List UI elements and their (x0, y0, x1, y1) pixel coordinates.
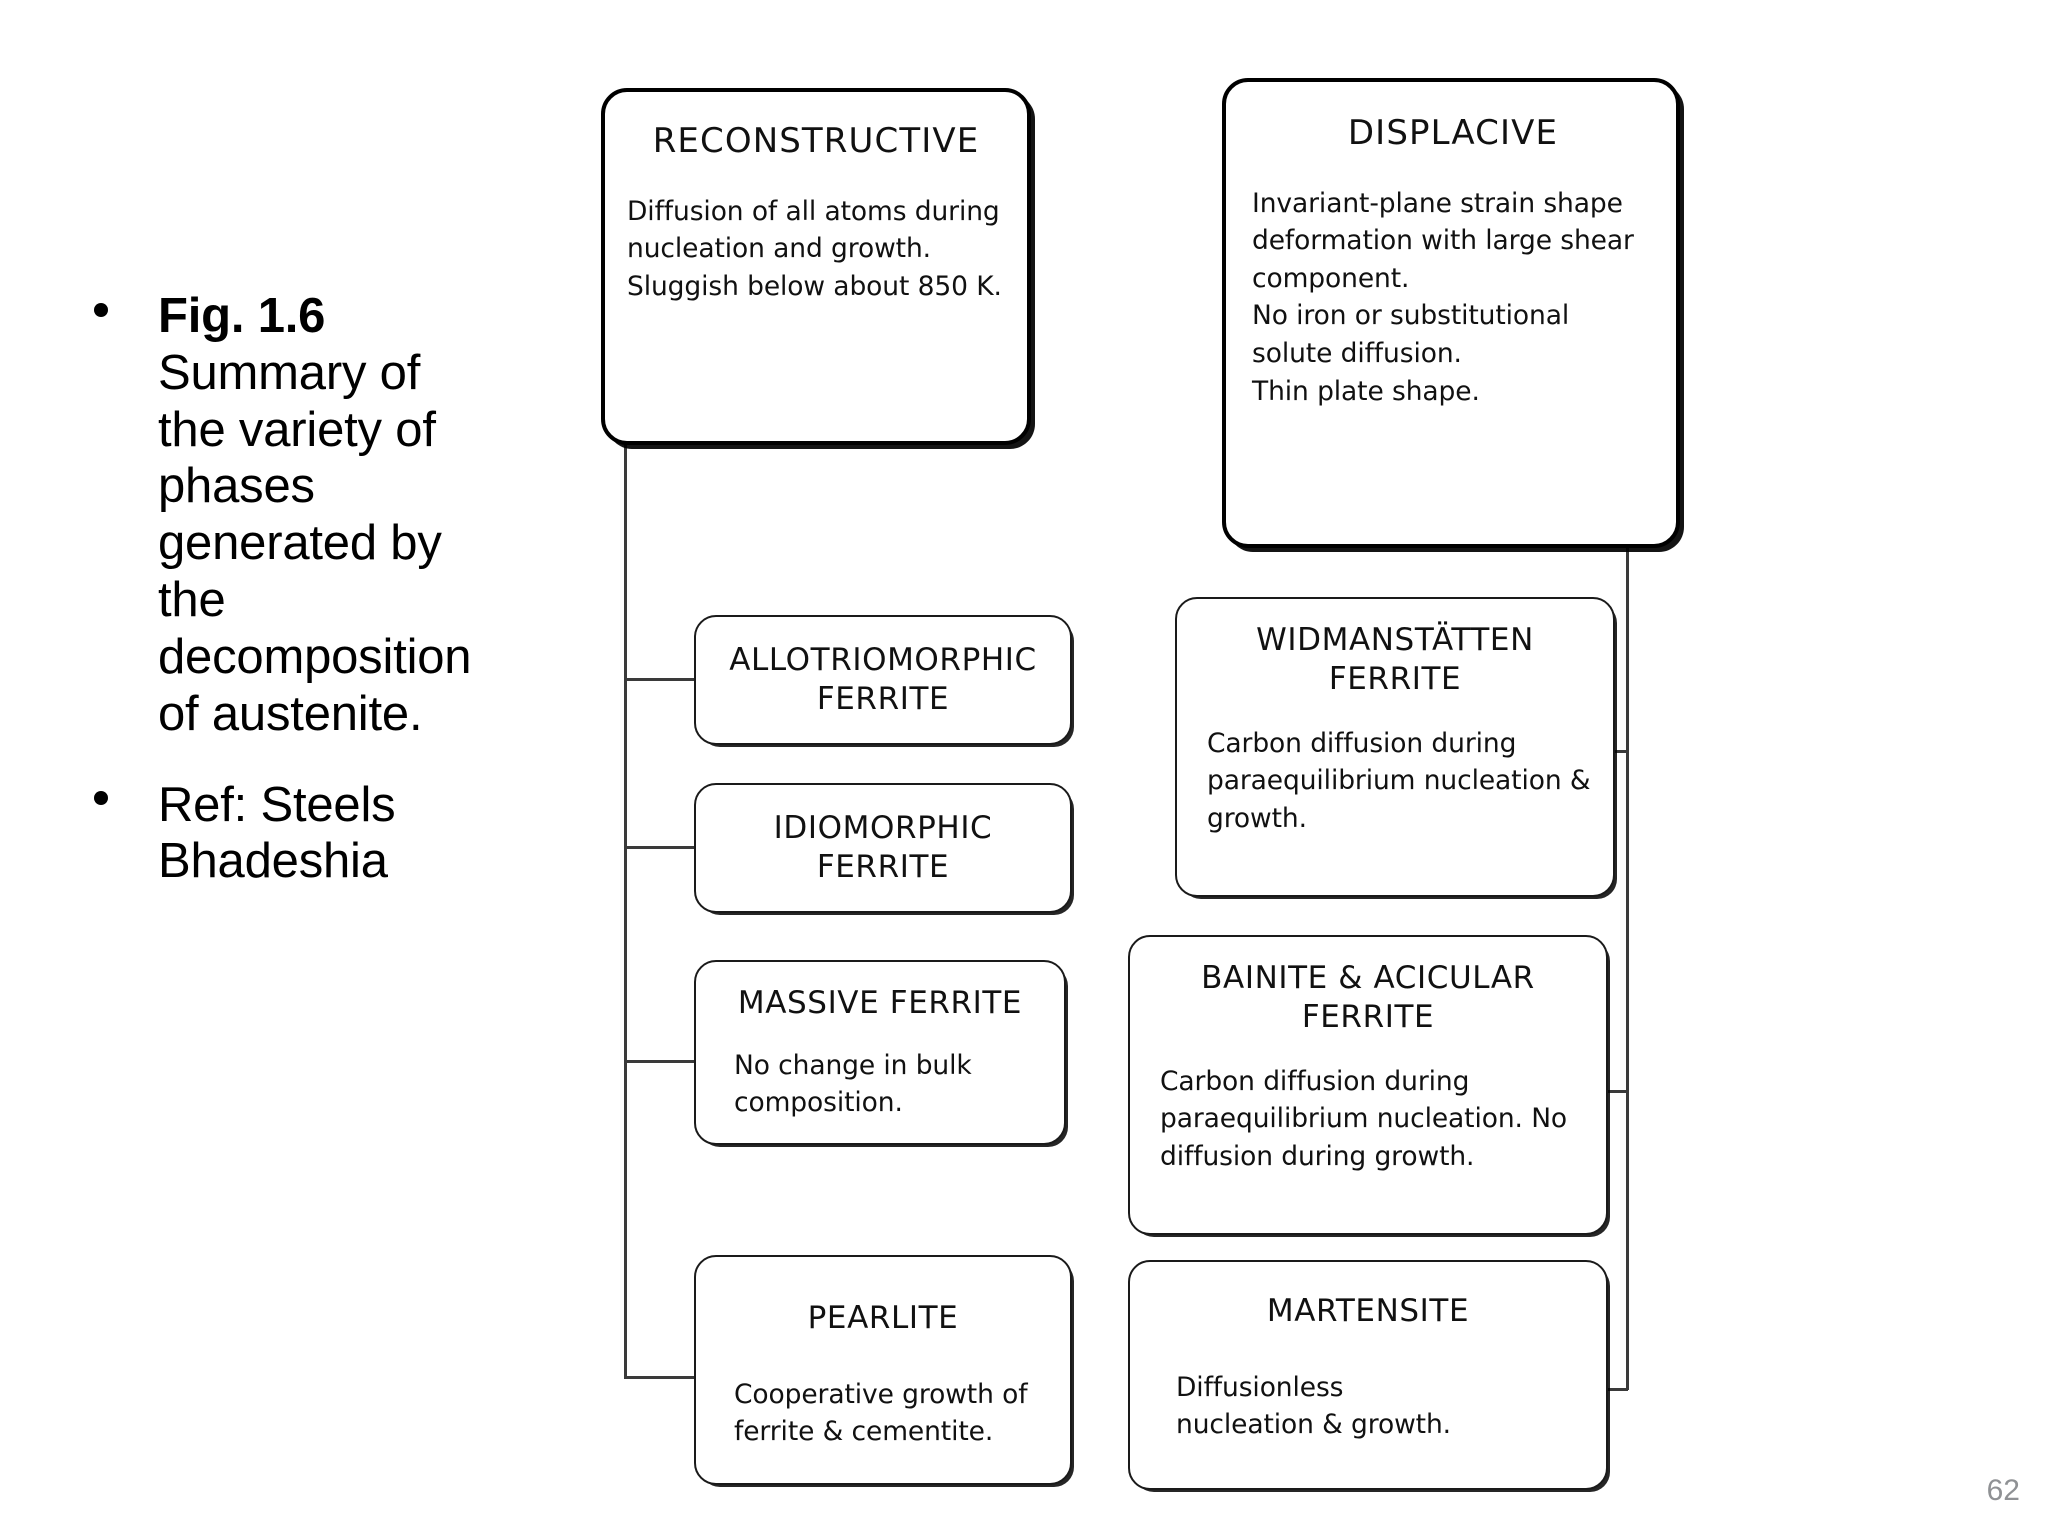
box-martensite-body: Diffusionless nucleation & growth. (1176, 1371, 1451, 1441)
box-martensite[interactable]: MARTENSITE Diffusionless nucleation & gr… (1128, 1260, 1608, 1490)
connector-left-stub-idiomorphic (624, 846, 702, 849)
connector-right-stub-bainite (1597, 1090, 1628, 1093)
box-allotriomorphic-ferrite-heading: ALLOTRIOMORPHIC FERRITE (729, 642, 1037, 717)
list-item: Fig. 1.6 Summary of the variety of phase… (78, 288, 498, 743)
box-idiomorphic-ferrite[interactable]: IDIOMORPHIC FERRITE (694, 783, 1072, 913)
connector-left-trunk (624, 443, 627, 1378)
box-idiomorphic-ferrite-heading: IDIOMORPHIC FERRITE (773, 810, 993, 885)
box-bainite-acicular-ferrite-heading: BAINITE & ACICULAR FERRITE (1201, 960, 1535, 1035)
connector-right-stub-martensite (1597, 1388, 1628, 1391)
box-bainite-acicular-ferrite-body: Carbon diffusion during paraequilibrium … (1160, 1065, 1568, 1172)
box-reconstructive-body: Diffusion of all atoms during nucleation… (627, 195, 1002, 302)
bullet-2-text: Ref: Steels Bhadeshia (158, 777, 396, 889)
box-displacive-body: Invariant-plane strain shape deformation… (1252, 187, 1634, 407)
page-number: 62 (1986, 1474, 2020, 1507)
box-allotriomorphic-ferrite[interactable]: ALLOTRIOMORPHIC FERRITE (694, 615, 1072, 745)
connector-right-trunk (1626, 545, 1629, 1390)
box-massive-ferrite-heading: MASSIVE FERRITE (737, 985, 1023, 1021)
box-reconstructive[interactable]: RECONSTRUCTIVE Diffusion of all atoms du… (601, 88, 1031, 445)
box-pearlite-body: Cooperative growth of ferrite & cementit… (734, 1378, 1028, 1448)
list-item: Ref: Steels Bhadeshia (78, 777, 498, 891)
box-widmanstatten-ferrite-body: Carbon diffusion during paraequilibrium … (1207, 727, 1591, 834)
box-martensite-heading: MARTENSITE (1266, 1293, 1470, 1329)
bullet-list: Fig. 1.6 Summary of the variety of phase… (78, 288, 498, 924)
box-bainite-acicular-ferrite[interactable]: BAINITE & ACICULAR FERRITE Carbon diffus… (1128, 935, 1608, 1235)
box-massive-ferrite-body: No change in bulk composition. (734, 1049, 972, 1119)
box-pearlite[interactable]: PEARLITE Cooperative growth of ferrite &… (694, 1255, 1072, 1485)
box-pearlite-heading: PEARLITE (807, 1300, 959, 1336)
connector-left-stub-allotriomorphic (624, 678, 702, 681)
connector-right-stub-widmanstatten (1604, 750, 1628, 753)
box-widmanstatten-ferrite[interactable]: WIDMANSTÄTTEN FERRITE Carbon diffusion d… (1175, 597, 1615, 897)
box-massive-ferrite[interactable]: MASSIVE FERRITE No change in bulk compos… (694, 960, 1066, 1145)
bullet-1-text: Summary of the variety of phases generat… (158, 345, 472, 741)
box-widmanstatten-ferrite-heading: WIDMANSTÄTTEN FERRITE (1256, 622, 1534, 697)
box-displacive-heading: DISPLACIVE (1347, 113, 1559, 153)
box-reconstructive-heading: RECONSTRUCTIVE (652, 121, 980, 161)
connector-left-stub-pearlite (624, 1376, 702, 1379)
bullet-dot-icon (94, 302, 108, 317)
bullet-dot-icon (94, 791, 108, 806)
box-displacive[interactable]: DISPLACIVE Invariant-plane strain shape … (1222, 78, 1680, 548)
bullet-1-lead: Fig. 1.6 (158, 289, 326, 343)
connector-left-stub-massive (624, 1060, 702, 1063)
